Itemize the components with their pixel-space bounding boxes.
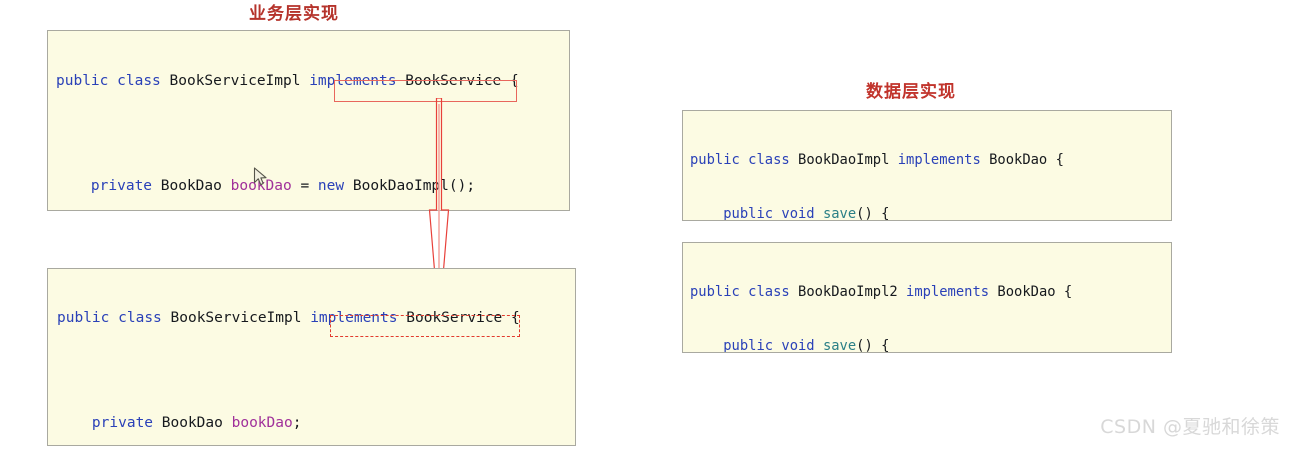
token-space <box>300 73 309 89</box>
token-class-name: BookDaoImpl2 <box>798 284 898 300</box>
token-keyword-public: public <box>723 337 774 353</box>
token-keyword-private: private <box>91 415 154 432</box>
token-space <box>109 310 118 326</box>
token-space <box>222 178 231 194</box>
dao-layer-title: 数据层实现 <box>866 82 956 102</box>
token-keyword-class: class <box>117 73 161 89</box>
code-block-bookdaoimpl: public class BookDaoImpl implements Book… <box>682 110 1172 221</box>
token-keyword-public: public <box>57 310 110 326</box>
token-keyword-class: class <box>748 284 790 300</box>
token-indent <box>56 178 91 194</box>
token-indent <box>690 338 723 353</box>
code-line: public void save() { <box>690 204 1171 221</box>
token-field-bookdao: bookDao <box>231 415 293 432</box>
token-interface-name: BookService <box>406 310 503 326</box>
token-class-name: BookServiceImpl <box>170 310 302 326</box>
code-line-blank <box>57 361 575 382</box>
token-space <box>981 152 989 168</box>
token-space <box>152 178 161 194</box>
code-block-bookdaoimpl2: public class BookDaoImpl2 implements Boo… <box>682 242 1172 353</box>
token-keyword-private: private <box>90 178 153 195</box>
token-space <box>898 284 906 300</box>
token-space <box>889 152 897 168</box>
token-space <box>301 310 310 326</box>
token-space <box>223 415 232 431</box>
code-line-blank <box>56 124 569 145</box>
token-space <box>740 284 748 300</box>
token-space <box>815 206 823 221</box>
token-field-bookdao: bookDao <box>230 178 292 195</box>
code-line: public class BookDaoImpl implements Book… <box>690 150 1171 172</box>
service-layer-title: 业务层实现 <box>249 4 339 24</box>
token-space <box>815 338 823 353</box>
token-keyword-public: public <box>690 284 740 300</box>
token-space <box>344 178 353 194</box>
token-space <box>501 73 510 89</box>
token-space <box>398 310 407 326</box>
token-interface-name: BookDao <box>989 152 1048 168</box>
token-indent <box>690 206 723 221</box>
token-keyword-class: class <box>748 152 790 168</box>
token-brace: { <box>510 73 519 89</box>
code-block-bookserviceimpl-after: public class BookServiceImpl implements … <box>47 268 576 446</box>
token-space <box>1047 152 1055 168</box>
token-keyword-public: public <box>56 73 109 89</box>
token-type-bookdao: BookDao <box>161 415 223 432</box>
token-space <box>740 152 748 168</box>
token-brace: { <box>1063 284 1073 300</box>
token-space <box>162 310 171 326</box>
token-keyword-public: public <box>723 205 774 221</box>
token-keyword-class: class <box>118 310 162 326</box>
token-constructor-call: BookDaoImpl(); <box>352 178 476 195</box>
token-interface-name: BookDao <box>997 284 1056 300</box>
token-type-bookdao: BookDao <box>160 178 222 195</box>
code-block-bookserviceimpl-before: public class BookServiceImpl implements … <box>47 30 570 211</box>
csdn-watermark: CSDN @夏驰和徐策 <box>1100 416 1280 438</box>
token-keyword-implements: implements <box>309 73 397 89</box>
token-indent <box>57 415 92 431</box>
token-space <box>1056 284 1064 300</box>
token-class-name: BookServiceImpl <box>169 73 301 89</box>
token-semicolon: ; <box>292 415 302 432</box>
token-keyword-implements: implements <box>906 284 990 300</box>
token-method-signature: () { <box>856 205 890 221</box>
token-space <box>108 73 117 89</box>
token-space <box>790 152 798 168</box>
code-line: private BookDao bookDao; <box>57 413 575 434</box>
token-keyword-void: void <box>781 337 815 353</box>
token-class-name: BookDaoImpl <box>798 152 890 168</box>
token-space <box>161 73 170 89</box>
token-keyword-new: new <box>317 178 345 195</box>
code-line: public void save() { <box>690 336 1171 353</box>
token-keyword-public: public <box>690 152 740 168</box>
token-space <box>309 178 318 194</box>
token-keyword-implements: implements <box>310 310 398 326</box>
token-keyword-implements: implements <box>897 152 981 168</box>
token-keyword-void: void <box>781 205 815 221</box>
code-line: public class BookServiceImpl implements … <box>56 71 569 92</box>
code-line: public class BookDaoImpl2 implements Boo… <box>690 282 1171 304</box>
token-brace: { <box>511 310 520 326</box>
token-brace: { <box>1055 152 1064 168</box>
token-space <box>790 284 798 300</box>
token-interface-name: BookService <box>405 73 502 89</box>
token-method-save: save <box>822 337 857 353</box>
token-space <box>502 310 511 326</box>
code-line: private BookDao bookDao = new BookDaoImp… <box>56 176 569 197</box>
token-method-signature: () { <box>856 337 890 353</box>
token-space <box>397 73 406 89</box>
token-equals: = <box>300 178 310 195</box>
token-method-save: save <box>822 205 857 221</box>
token-space <box>153 415 162 431</box>
code-line: public class BookServiceImpl implements … <box>57 308 575 329</box>
